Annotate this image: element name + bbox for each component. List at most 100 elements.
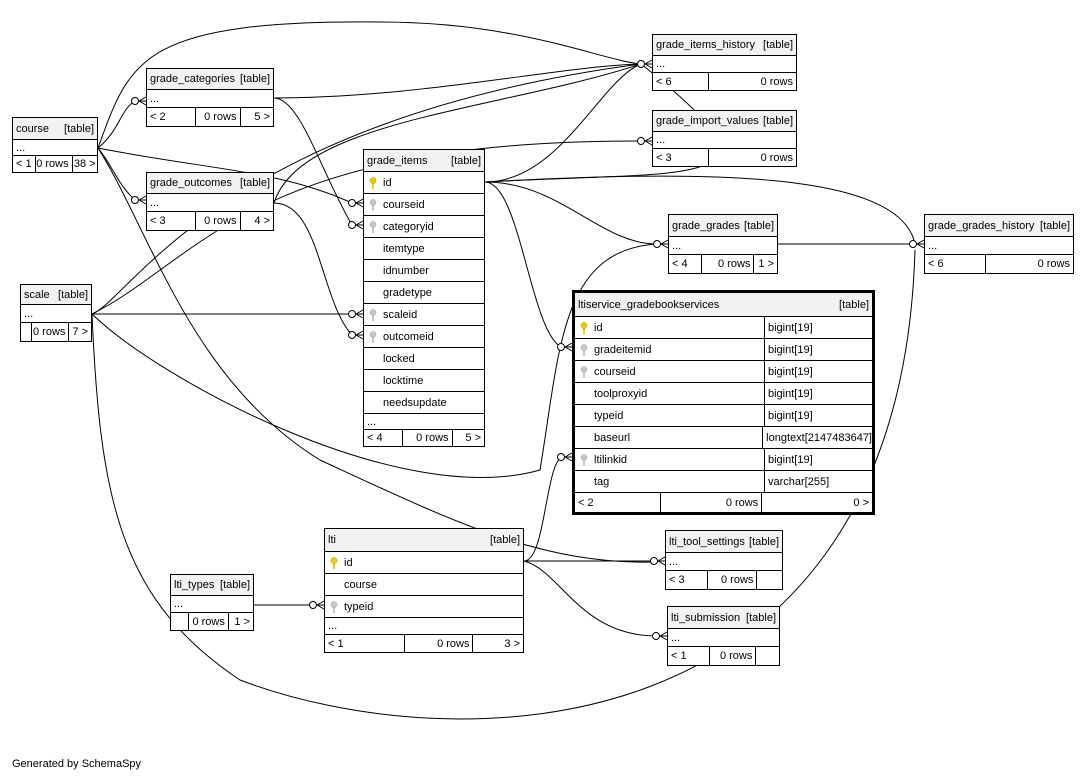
parents-count[interactable]: < 3 — [147, 212, 197, 230]
children-count[interactable]: 7 > — [72, 326, 88, 338]
table-header[interactable]: grade_items_history[table] — [653, 35, 796, 56]
table-header[interactable]: grade_grades[table] — [669, 215, 777, 237]
children-count[interactable] — [756, 647, 779, 665]
children-count[interactable]: 3 > — [504, 637, 520, 650]
parents-count[interactable]: < 1 — [13, 156, 36, 172]
parents-count[interactable]: < 1 — [325, 635, 406, 652]
parents-count[interactable]: < 4 — [364, 430, 404, 446]
children-count[interactable]: 5 > — [254, 111, 270, 123]
table-header[interactable]: grade_import_values[table] — [653, 111, 796, 132]
more-columns-row[interactable]: ... — [925, 237, 1073, 255]
table-header[interactable]: grade_categories[table] — [147, 69, 273, 90]
more-columns-row[interactable]: ... — [147, 90, 273, 108]
column-row[interactable]: locked — [364, 348, 484, 370]
column-name-cell: gradeitemid — [575, 339, 765, 360]
table-header[interactable]: lti_submission[table] — [668, 607, 779, 629]
table-header[interactable]: grade_items[table] — [364, 150, 484, 172]
column-row[interactable]: idnumber — [364, 260, 484, 282]
more-columns-row[interactable]: ... — [364, 414, 484, 430]
table-header[interactable]: grade_grades_history[table] — [925, 215, 1073, 237]
primary-key-icon — [367, 176, 379, 189]
column-row[interactable]: needsupdate — [364, 392, 484, 414]
more-columns-row[interactable]: ... — [669, 237, 777, 255]
column-type: bigint[19] — [768, 321, 813, 334]
parents-count[interactable]: < 3 — [653, 149, 710, 166]
column-row[interactable]: id bigint[19] — [575, 317, 872, 339]
table-header[interactable]: ltiservice_gradebookservices[table] — [575, 293, 872, 317]
column-row[interactable]: courseid — [364, 194, 484, 216]
table-header[interactable]: scale[table] — [21, 285, 91, 305]
more-columns-row[interactable]: ... — [668, 629, 779, 647]
parents-count[interactable]: < 4 — [669, 255, 703, 273]
column-row[interactable]: outcomeid — [364, 326, 484, 348]
parents-count[interactable] — [171, 613, 190, 630]
table-header[interactable]: lti[table] — [325, 529, 523, 552]
column-row[interactable]: categoryid — [364, 216, 484, 238]
table-ltiservice-gradebookservices[interactable]: ltiservice_gradebookservices[table]id big… — [572, 290, 875, 515]
table-header[interactable]: lti_tool_settings[table] — [666, 531, 782, 553]
column-row[interactable]: id — [325, 552, 523, 574]
children-count[interactable]: 4 > — [254, 215, 270, 227]
children-count[interactable]: 38 > — [73, 158, 96, 170]
column-row[interactable]: gradetype — [364, 282, 484, 304]
more-columns-row[interactable]: ... — [653, 56, 796, 73]
column-row[interactable]: typeid — [325, 596, 523, 618]
more-columns-row[interactable]: ... — [147, 194, 273, 212]
relationship-edge — [97, 147, 353, 204]
parents-count[interactable]: < 3 — [666, 571, 709, 589]
children-count[interactable]: 1 > — [758, 258, 775, 270]
table-header[interactable]: course[table] — [13, 118, 97, 140]
column-row[interactable]: itemtype — [364, 238, 484, 260]
children-count[interactable] — [757, 571, 782, 589]
children-count[interactable]: 1 > — [234, 615, 250, 628]
row-count: 0 rows — [196, 108, 241, 126]
more-columns-row[interactable]: ... — [171, 596, 253, 613]
parents-count[interactable]: < 1 — [668, 647, 711, 665]
table-header[interactable]: grade_outcomes[table] — [147, 173, 273, 194]
more-columns-row[interactable]: ... — [666, 553, 782, 571]
table-type-tag: [table] — [763, 39, 793, 51]
column-row[interactable]: course — [325, 574, 523, 596]
column-row[interactable]: locktime — [364, 370, 484, 392]
more-columns-row[interactable]: ... — [13, 140, 97, 156]
children-count[interactable]: 0 > — [853, 496, 869, 509]
crow-foot-marker — [348, 220, 364, 230]
parents-count[interactable]: < 6 — [925, 255, 987, 273]
crow-foot-marker — [348, 198, 364, 208]
column-row[interactable]: id — [364, 172, 484, 194]
column-name: id — [594, 321, 603, 334]
parents-count[interactable]: < 6 — [653, 73, 710, 90]
column-name-cell: id — [325, 552, 353, 573]
crow-foot-marker — [131, 96, 147, 106]
parents-count[interactable] — [21, 323, 33, 341]
parents-count[interactable]: < 2 — [575, 493, 662, 512]
children-count[interactable]: 5 > — [465, 432, 481, 444]
more-columns-row[interactable]: ... — [21, 305, 91, 323]
more-columns-row[interactable]: ... — [653, 132, 796, 149]
column-type: bigint[19] — [768, 343, 813, 356]
more-columns-row[interactable]: ... — [325, 618, 523, 635]
parents-count[interactable]: < 2 — [147, 108, 197, 126]
column-row[interactable]: scaleid — [364, 304, 484, 326]
table-header[interactable]: lti_types[table] — [171, 575, 253, 596]
